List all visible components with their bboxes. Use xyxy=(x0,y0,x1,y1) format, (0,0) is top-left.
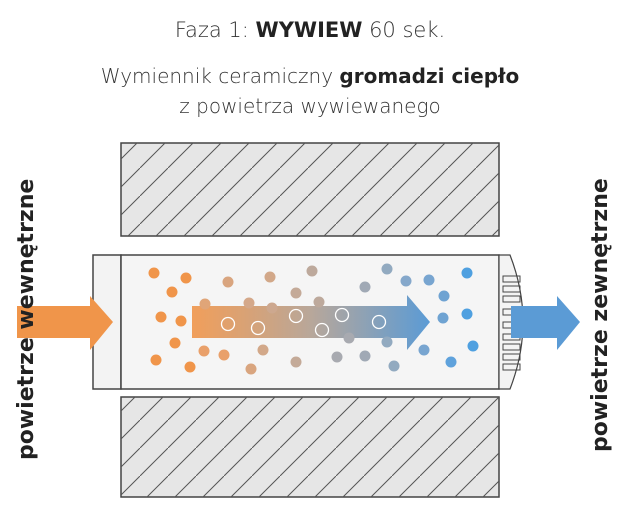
air-particle xyxy=(438,290,450,302)
air-particle xyxy=(313,296,325,308)
title-bold: WYWIEW xyxy=(255,18,363,42)
heat-ring xyxy=(250,320,266,336)
air-particle xyxy=(175,315,187,327)
air-particle xyxy=(245,363,257,375)
inlet-arrow xyxy=(17,296,113,350)
air-particle xyxy=(445,356,457,368)
air-particle xyxy=(359,281,371,293)
air-particle xyxy=(198,345,210,357)
title-suffix: 60 sek. xyxy=(362,18,446,42)
outlet-label: powietrze zewnętrzne xyxy=(588,178,613,452)
subtitle-prefix: Wymiennik ceramiczny xyxy=(100,64,340,88)
air-particle xyxy=(169,337,181,349)
air-particle xyxy=(184,361,196,373)
air-particle xyxy=(331,351,343,363)
air-particle xyxy=(218,349,230,361)
air-particle xyxy=(418,344,430,356)
air-particle xyxy=(243,297,255,309)
air-particle xyxy=(180,272,192,284)
subtitle-line1: Wymiennik ceramiczny gromadzi ciepło xyxy=(0,64,620,88)
air-particle xyxy=(257,344,269,356)
wall-bottom xyxy=(120,396,500,498)
heat-ring xyxy=(220,316,236,332)
air-particle xyxy=(423,274,435,286)
heat-ring xyxy=(288,308,304,324)
outlet-arrow xyxy=(511,296,580,350)
title-prefix: Faza 1: xyxy=(174,18,256,42)
air-particle xyxy=(148,267,160,279)
inlet-label: powietrze wewnętrzne xyxy=(14,178,39,460)
heat-ring xyxy=(334,307,350,323)
air-particle xyxy=(290,356,302,368)
air-particle xyxy=(222,276,234,288)
subtitle-line2: z powietrza wywiewanego xyxy=(179,94,441,118)
air-particle xyxy=(400,275,412,287)
air-particle xyxy=(166,286,178,298)
air-particle xyxy=(381,336,393,348)
air-particle xyxy=(290,287,302,299)
heat-ring xyxy=(371,314,387,330)
wall-top xyxy=(120,142,500,237)
air-particle xyxy=(155,311,167,323)
air-particle xyxy=(437,312,449,324)
flow-arrow-gradient xyxy=(192,295,430,350)
air-particle xyxy=(381,263,393,275)
heat-ring xyxy=(314,322,330,338)
air-particle xyxy=(467,340,479,352)
air-particle xyxy=(343,332,355,344)
air-particle xyxy=(359,350,371,362)
air-particle xyxy=(388,360,400,372)
air-particle xyxy=(266,302,278,314)
subtitle-bold: gromadzi ciepło xyxy=(339,64,520,88)
air-particle xyxy=(264,271,276,283)
air-particle xyxy=(150,354,162,366)
phase-title: Faza 1: WYWIEW 60 sek. xyxy=(0,18,620,42)
air-particle xyxy=(461,267,473,279)
air-particle xyxy=(306,265,318,277)
air-particle xyxy=(461,308,473,320)
air-particle xyxy=(199,298,211,310)
air-particles xyxy=(148,263,479,375)
